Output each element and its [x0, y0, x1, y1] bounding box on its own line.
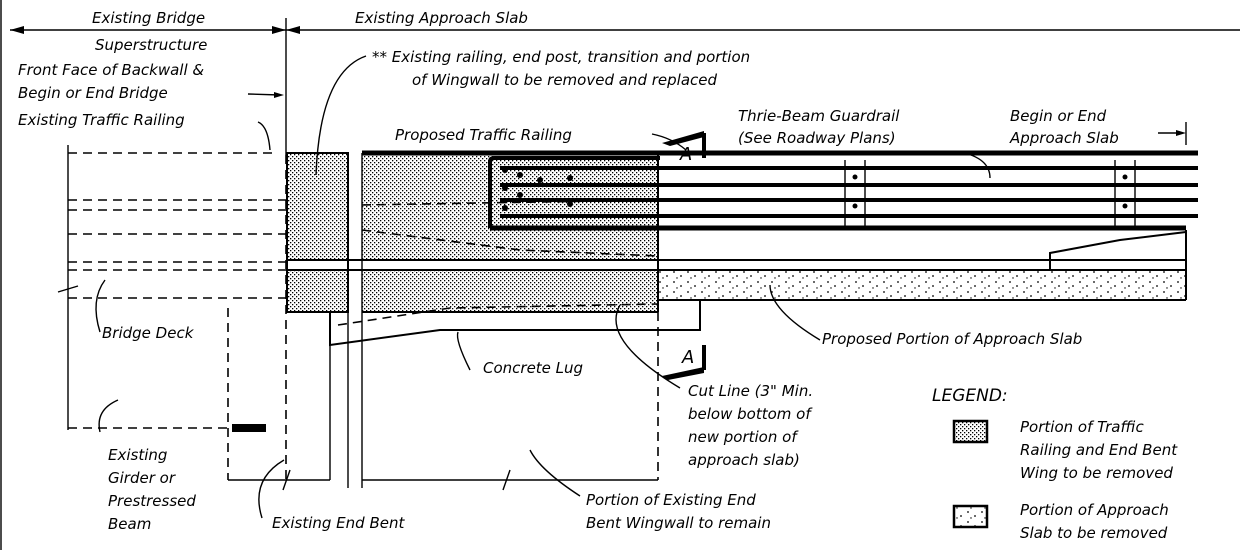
label-existing-end-bent: Existing End Bent — [272, 514, 405, 532]
label-thrie-beam: Thrie-Beam Guardrail — [738, 107, 900, 125]
label-removal-note-2: of Wingwall to be removed and replaced — [412, 71, 717, 89]
label-existing-approach-slab: Existing Approach Slab — [355, 9, 528, 27]
legend-swatch-approach-slab — [952, 504, 989, 529]
legend: LEGEND: Portion of Traffic Railing and E… — [932, 386, 1178, 542]
label-approach-slab: Approach Slab — [1009, 129, 1119, 147]
legend-item-1-line-2: Railing and End Bent — [1020, 441, 1178, 459]
section-mark-top — [662, 131, 706, 158]
label-see-roadway-plans: (See Roadway Plans) — [738, 129, 896, 147]
label-girder-4: Beam — [108, 515, 151, 533]
approach-slab-removal-hatch — [658, 270, 1186, 300]
label-begin-end-bridge: Begin or End Bridge — [18, 84, 168, 102]
label-proposed-traffic-railing: Proposed Traffic Railing — [395, 126, 572, 144]
label-bridge-deck: Bridge Deck — [102, 324, 195, 342]
label-front-face-backwall: Front Face of Backwall & — [18, 61, 204, 79]
label-girder-3: Prestressed — [108, 492, 196, 510]
label-cut-line-2: below bottom of — [688, 405, 813, 423]
label-proposed-approach-slab: Proposed Portion of Approach Slab — [822, 330, 1082, 348]
label-section-mark-top: A — [679, 144, 692, 165]
label-existing-traffic-railing: Existing Traffic Railing — [18, 111, 185, 129]
legend-swatch-railing — [952, 419, 989, 444]
label-existing-bridge: Existing Bridge — [92, 9, 205, 27]
existing-bridge-deck-lines — [57, 145, 287, 480]
leader-lines — [95, 55, 1187, 519]
label-removal-note-1: ** Existing railing, end post, transitio… — [372, 48, 750, 66]
label-wingwall-1: Portion of Existing End — [586, 491, 756, 509]
legend-item-2-line-2: Slab to be removed — [1020, 524, 1168, 542]
label-concrete-lug: Concrete Lug — [483, 359, 583, 377]
label-girder-2: Girder or — [108, 469, 176, 487]
traffic-railing-removal-hatch — [287, 153, 658, 312]
label-cut-line-1: Cut Line (3" Min. — [688, 382, 813, 400]
label-cut-line-3: new portion of — [688, 428, 799, 446]
legend-item-1-line-1: Portion of Traffic — [1020, 418, 1144, 436]
legend-title: LEGEND: — [932, 386, 1008, 406]
label-wingwall-2: Bent Wingwall to remain — [586, 514, 771, 532]
thrie-beam-guardrail — [362, 150, 1198, 231]
label-begin-or-end: Begin or End — [1010, 107, 1107, 125]
label-superstructure: Superstructure — [95, 36, 207, 54]
section-mark-bottom — [662, 345, 706, 380]
label-cut-line-4: approach slab) — [688, 451, 800, 469]
legend-item-1-line-3: Wing to be removed — [1020, 464, 1173, 482]
top-dimension-lines — [10, 18, 1240, 155]
label-girder-1: Existing — [108, 446, 167, 464]
legend-item-2-line-1: Portion of Approach — [1020, 501, 1169, 519]
label-section-mark-bottom: A — [681, 347, 694, 368]
